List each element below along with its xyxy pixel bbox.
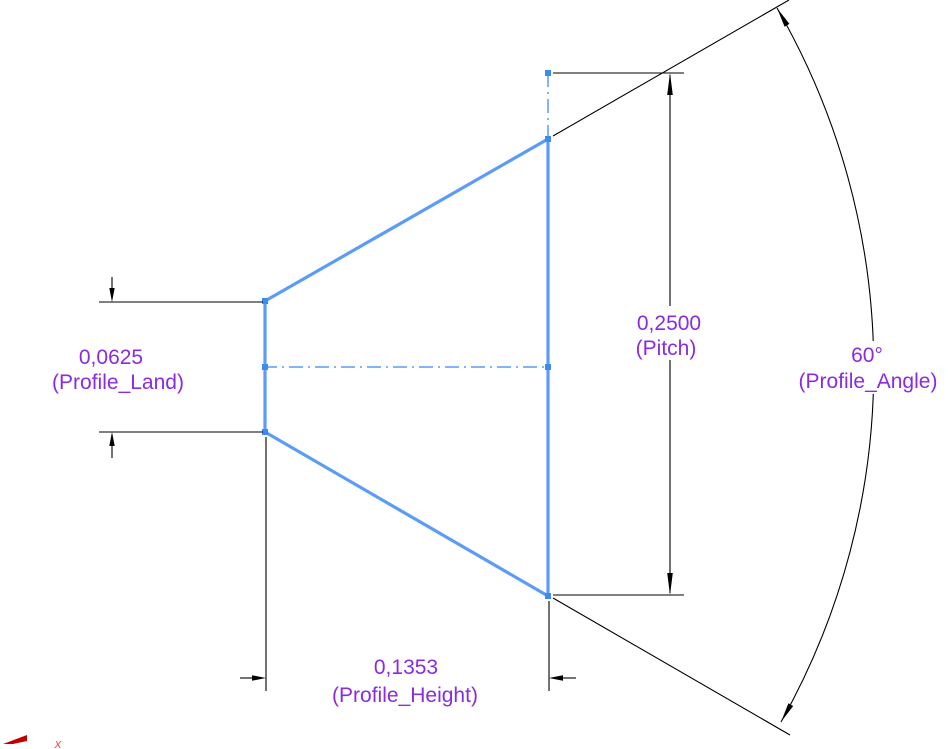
pitch-text-background [633, 306, 705, 360]
profile-edge-top-flank[interactable] [263, 137, 550, 303]
origin-x-axis-arrow-icon[interactable] [3, 735, 27, 744]
sketch-origin: x [3, 735, 62, 749]
sketch-point-top-right[interactable] [545, 136, 551, 142]
profile-angle-ext-line-top [552, 0, 790, 137]
dimension-profile-land: 0,0625 (Profile_Land) [52, 277, 263, 458]
pitch-arrowhead-top [667, 73, 673, 95]
profile-angle-arrowhead-top [777, 8, 790, 27]
sketch-point-top-left[interactable] [262, 298, 268, 304]
dimension-pitch: 0,2500 (Pitch) [553, 72, 705, 596]
profile-height-arrowhead-left [252, 675, 266, 681]
profile-land-value[interactable]: 0,0625 [79, 346, 143, 369]
sketch-point-mid-right[interactable] [545, 364, 551, 370]
profile-angle-arrowhead-bottom [781, 703, 794, 722]
profile-land-arrowhead-bottom [109, 432, 115, 446]
pitch-label[interactable]: (Pitch) [636, 337, 697, 360]
pitch-value[interactable]: 0,2500 [637, 312, 701, 335]
profile-height-arrowhead-right [549, 675, 563, 681]
sketch-point-construction-top[interactable] [545, 70, 551, 76]
profile-land-arrowhead-top [109, 288, 115, 302]
profile-geometry [262, 70, 551, 599]
sketch-point-mid-left[interactable] [262, 364, 268, 370]
profile-angle-ext-line-bottom [552, 597, 791, 736]
dimension-profile-height: 0,1353 (Profile_Height) [240, 437, 576, 707]
profile-land-label[interactable]: (Profile_Land) [52, 371, 184, 394]
pitch-arrowhead-bottom [667, 573, 673, 595]
profile-height-value[interactable]: 0,1353 [374, 656, 438, 679]
profile-angle-label[interactable]: (Profile_Angle) [799, 370, 938, 393]
sketch-point-bottom-right[interactable] [545, 593, 551, 599]
profile-height-label[interactable]: (Profile_Height) [332, 684, 478, 707]
sketch-point-bottom-left[interactable] [262, 429, 268, 435]
profile-angle-value[interactable]: 60° [851, 344, 883, 367]
dimension-profile-angle: 60° (Profile_Angle) [552, 0, 946, 736]
profile-angle-text-background [788, 341, 946, 394]
profile-edge-bottom-flank[interactable] [263, 430, 550, 598]
origin-x-axis-label: x [54, 736, 62, 749]
